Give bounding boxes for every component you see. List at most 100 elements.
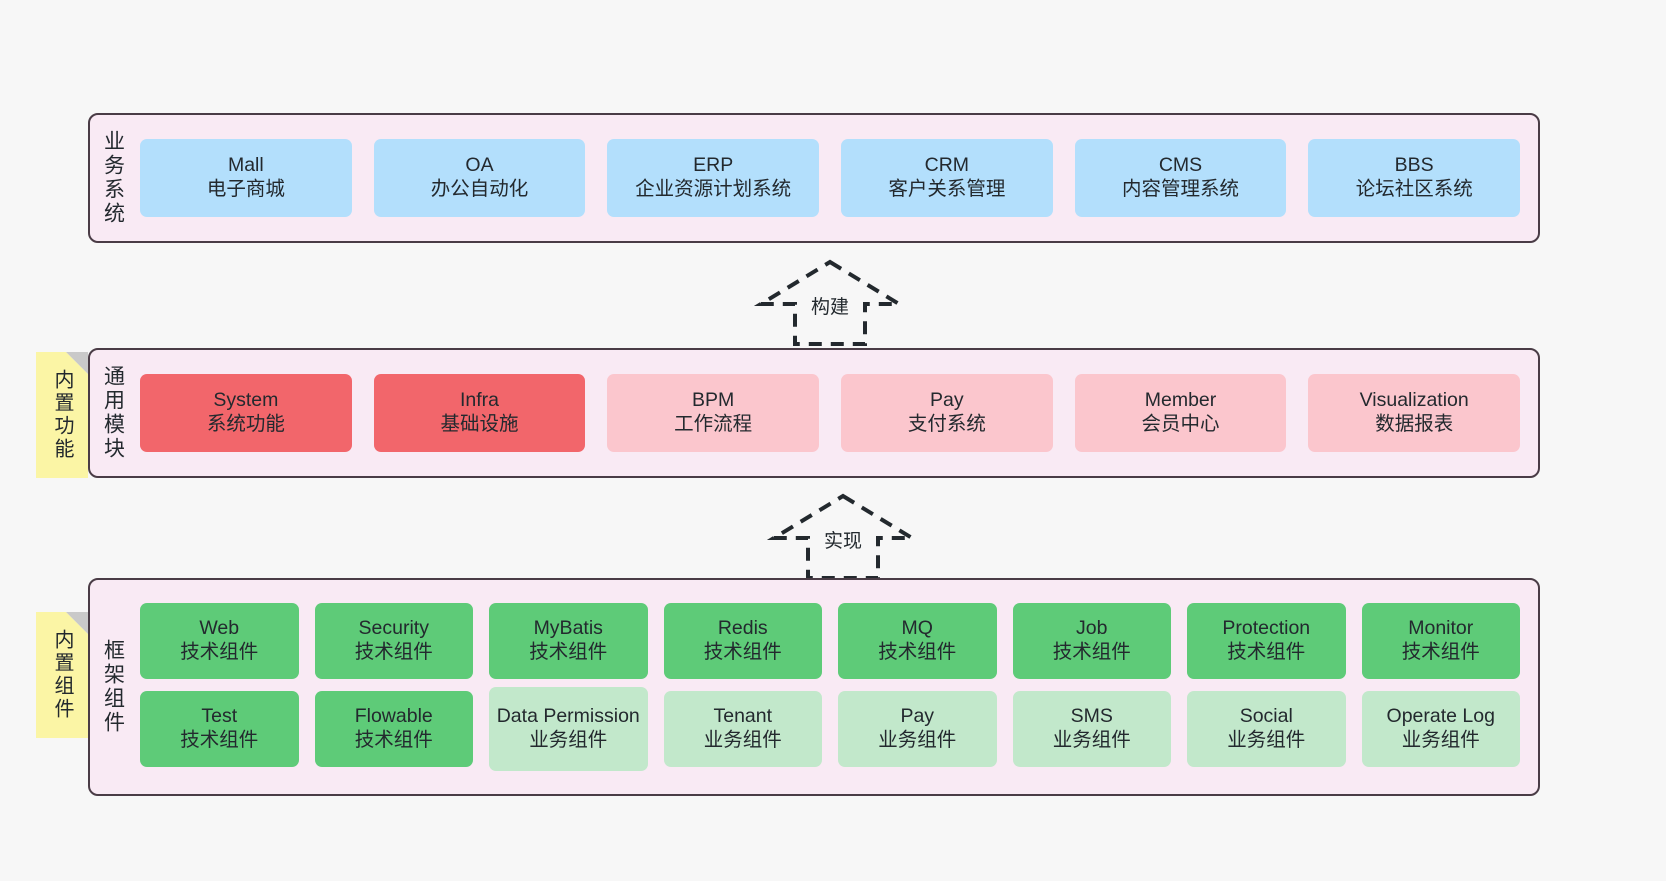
note-builtin-functions: 内置功能 (36, 352, 88, 478)
node-system[interactable]: System 系统功能 (140, 374, 352, 452)
node-title: ERP (693, 154, 734, 177)
node-subtitle: 内容管理系统 (1122, 178, 1240, 200)
node-subtitle: 技术组件 (354, 641, 433, 663)
node-subtitle: 业务组件 (1401, 729, 1480, 751)
node-title: Job (1076, 617, 1108, 640)
node-job[interactable]: Job 技术组件 (1012, 603, 1171, 679)
node-social[interactable]: Social 业务组件 (1187, 691, 1346, 767)
layer-business-systems: 业务系统 Mall 电子商城 OA 办公自动化 ERP 企业资源计划系统 CRM… (88, 113, 1540, 243)
node-subtitle: 工作流程 (674, 413, 753, 435)
node-redis[interactable]: Redis 技术组件 (663, 603, 822, 679)
node-member[interactable]: Member 会员中心 (1074, 374, 1287, 452)
node-data-permission[interactable]: Data Permission 业务组件 (489, 687, 648, 771)
layer-title-common-modules: 通用模块 (101, 365, 125, 461)
arrow-implement: 实现 (766, 492, 920, 580)
node-subtitle: 企业资源计划系统 (635, 178, 792, 200)
note-fold-icon (66, 352, 88, 374)
node-mq[interactable]: MQ 技术组件 (838, 603, 997, 679)
node-mybatis[interactable]: MyBatis 技术组件 (489, 603, 648, 679)
layer-common-modules: 通用模块 System 系统功能 Infra 基础设施 BPM 工作流程 Pay… (88, 348, 1540, 478)
node-title: OA (465, 154, 494, 177)
node-title: CRM (924, 154, 970, 177)
node-title: Monitor (1408, 617, 1474, 640)
layer-body-framework-components: Web 技术组件 Security 技术组件 MyBatis 技术组件 Redi… (136, 580, 1538, 794)
node-subtitle: 技术组件 (703, 641, 782, 663)
node-subtitle: 数据报表 (1375, 413, 1454, 435)
node-subtitle: 基础设施 (440, 413, 519, 435)
node-subtitle: 系统功能 (206, 413, 285, 435)
node-title: Test (201, 705, 238, 728)
node-visualization[interactable]: Visualization 数据报表 (1308, 374, 1521, 452)
node-title: Mall (227, 154, 264, 177)
node-subtitle: 会员中心 (1141, 413, 1220, 435)
arrow-implement-label: 实现 (823, 531, 862, 552)
note-text: 内置组件 (51, 629, 73, 721)
framework-row-business: Test 技术组件 Flowable 技术组件 Data Permission … (140, 687, 1520, 771)
node-crm[interactable]: CRM 客户关系管理 (841, 139, 1053, 217)
framework-row-technical: Web 技术组件 Security 技术组件 MyBatis 技术组件 Redi… (140, 603, 1520, 679)
node-subtitle: 技术组件 (1227, 641, 1306, 663)
node-test[interactable]: Test 技术组件 (140, 691, 299, 767)
node-subtitle: 技术组件 (529, 641, 608, 663)
node-subtitle: 技术组件 (878, 641, 957, 663)
node-title: Operate Log (1386, 705, 1495, 728)
node-title: Pay (900, 705, 935, 728)
node-infra[interactable]: Infra 基础设施 (373, 374, 586, 452)
layer-body-common-modules: System 系统功能 Infra 基础设施 BPM 工作流程 Pay 支付系统… (136, 350, 1538, 476)
arrow-build-label: 构建 (810, 297, 849, 318)
node-title: Security (358, 617, 429, 640)
node-tenant[interactable]: Tenant 业务组件 (663, 691, 822, 767)
node-subtitle: 支付系统 (907, 413, 986, 435)
node-subtitle: 客户关系管理 (888, 178, 1006, 200)
node-title: Protection (1222, 617, 1311, 640)
arrow-build: 构建 (753, 258, 907, 346)
node-web[interactable]: Web 技术组件 (140, 603, 299, 679)
node-title: CMS (1158, 154, 1203, 177)
node-title: SMS (1070, 705, 1113, 728)
node-title: BPM (692, 389, 735, 412)
node-subtitle: 业务组件 (1227, 729, 1306, 751)
node-title: Pay (930, 389, 964, 412)
node-protection[interactable]: Protection 技术组件 (1187, 603, 1346, 679)
node-pay-component[interactable]: Pay 业务组件 (838, 691, 997, 767)
node-cms[interactable]: CMS 内容管理系统 (1074, 139, 1287, 217)
node-title: Visualization (1359, 389, 1469, 412)
node-oa[interactable]: OA 办公自动化 (373, 139, 586, 217)
node-subtitle: 技术组件 (354, 729, 433, 751)
hollow-arrow-up-icon (766, 493, 920, 580)
node-subtitle: 业务组件 (703, 729, 782, 751)
node-title: Web (199, 617, 240, 640)
node-subtitle: 技术组件 (180, 729, 259, 751)
node-bpm[interactable]: BPM 工作流程 (607, 374, 820, 452)
node-title: Data Permission (496, 705, 640, 728)
node-erp[interactable]: ERP 企业资源计划系统 (607, 139, 820, 217)
node-title: Redis (717, 617, 768, 640)
node-subtitle: 论坛社区系统 (1355, 178, 1473, 200)
node-monitor[interactable]: Monitor 技术组件 (1361, 603, 1520, 679)
node-subtitle: 技术组件 (1401, 641, 1480, 663)
node-title: Member (1144, 389, 1217, 412)
node-title: Flowable (354, 705, 433, 728)
note-builtin-components: 内置组件 (36, 612, 88, 738)
layer-framework-components: 框架组件 Web 技术组件 Security 技术组件 MyBatis 技术组件… (88, 578, 1540, 796)
node-mall[interactable]: Mall 电子商城 (140, 139, 352, 217)
node-bbs[interactable]: BBS 论坛社区系统 (1308, 139, 1521, 217)
node-subtitle: 业务组件 (529, 729, 608, 751)
node-subtitle: 业务组件 (1052, 729, 1131, 751)
node-subtitle: 办公自动化 (430, 178, 529, 200)
node-pay-module[interactable]: Pay 支付系统 (841, 374, 1053, 452)
node-flowable[interactable]: Flowable 技术组件 (314, 691, 473, 767)
node-sms[interactable]: SMS 业务组件 (1012, 691, 1171, 767)
node-subtitle: 电子商城 (206, 178, 285, 200)
layer-title-framework-components: 框架组件 (101, 639, 125, 735)
node-security[interactable]: Security 技术组件 (314, 603, 473, 679)
node-title: Tenant (713, 705, 773, 728)
node-operate-log[interactable]: Operate Log 业务组件 (1361, 691, 1520, 767)
node-title: BBS (1394, 154, 1434, 177)
node-title: MyBatis (533, 617, 603, 640)
node-title: MQ (901, 617, 933, 640)
node-subtitle: 技术组件 (1052, 641, 1131, 663)
note-text: 内置功能 (51, 369, 73, 461)
node-title: Infra (459, 389, 500, 412)
